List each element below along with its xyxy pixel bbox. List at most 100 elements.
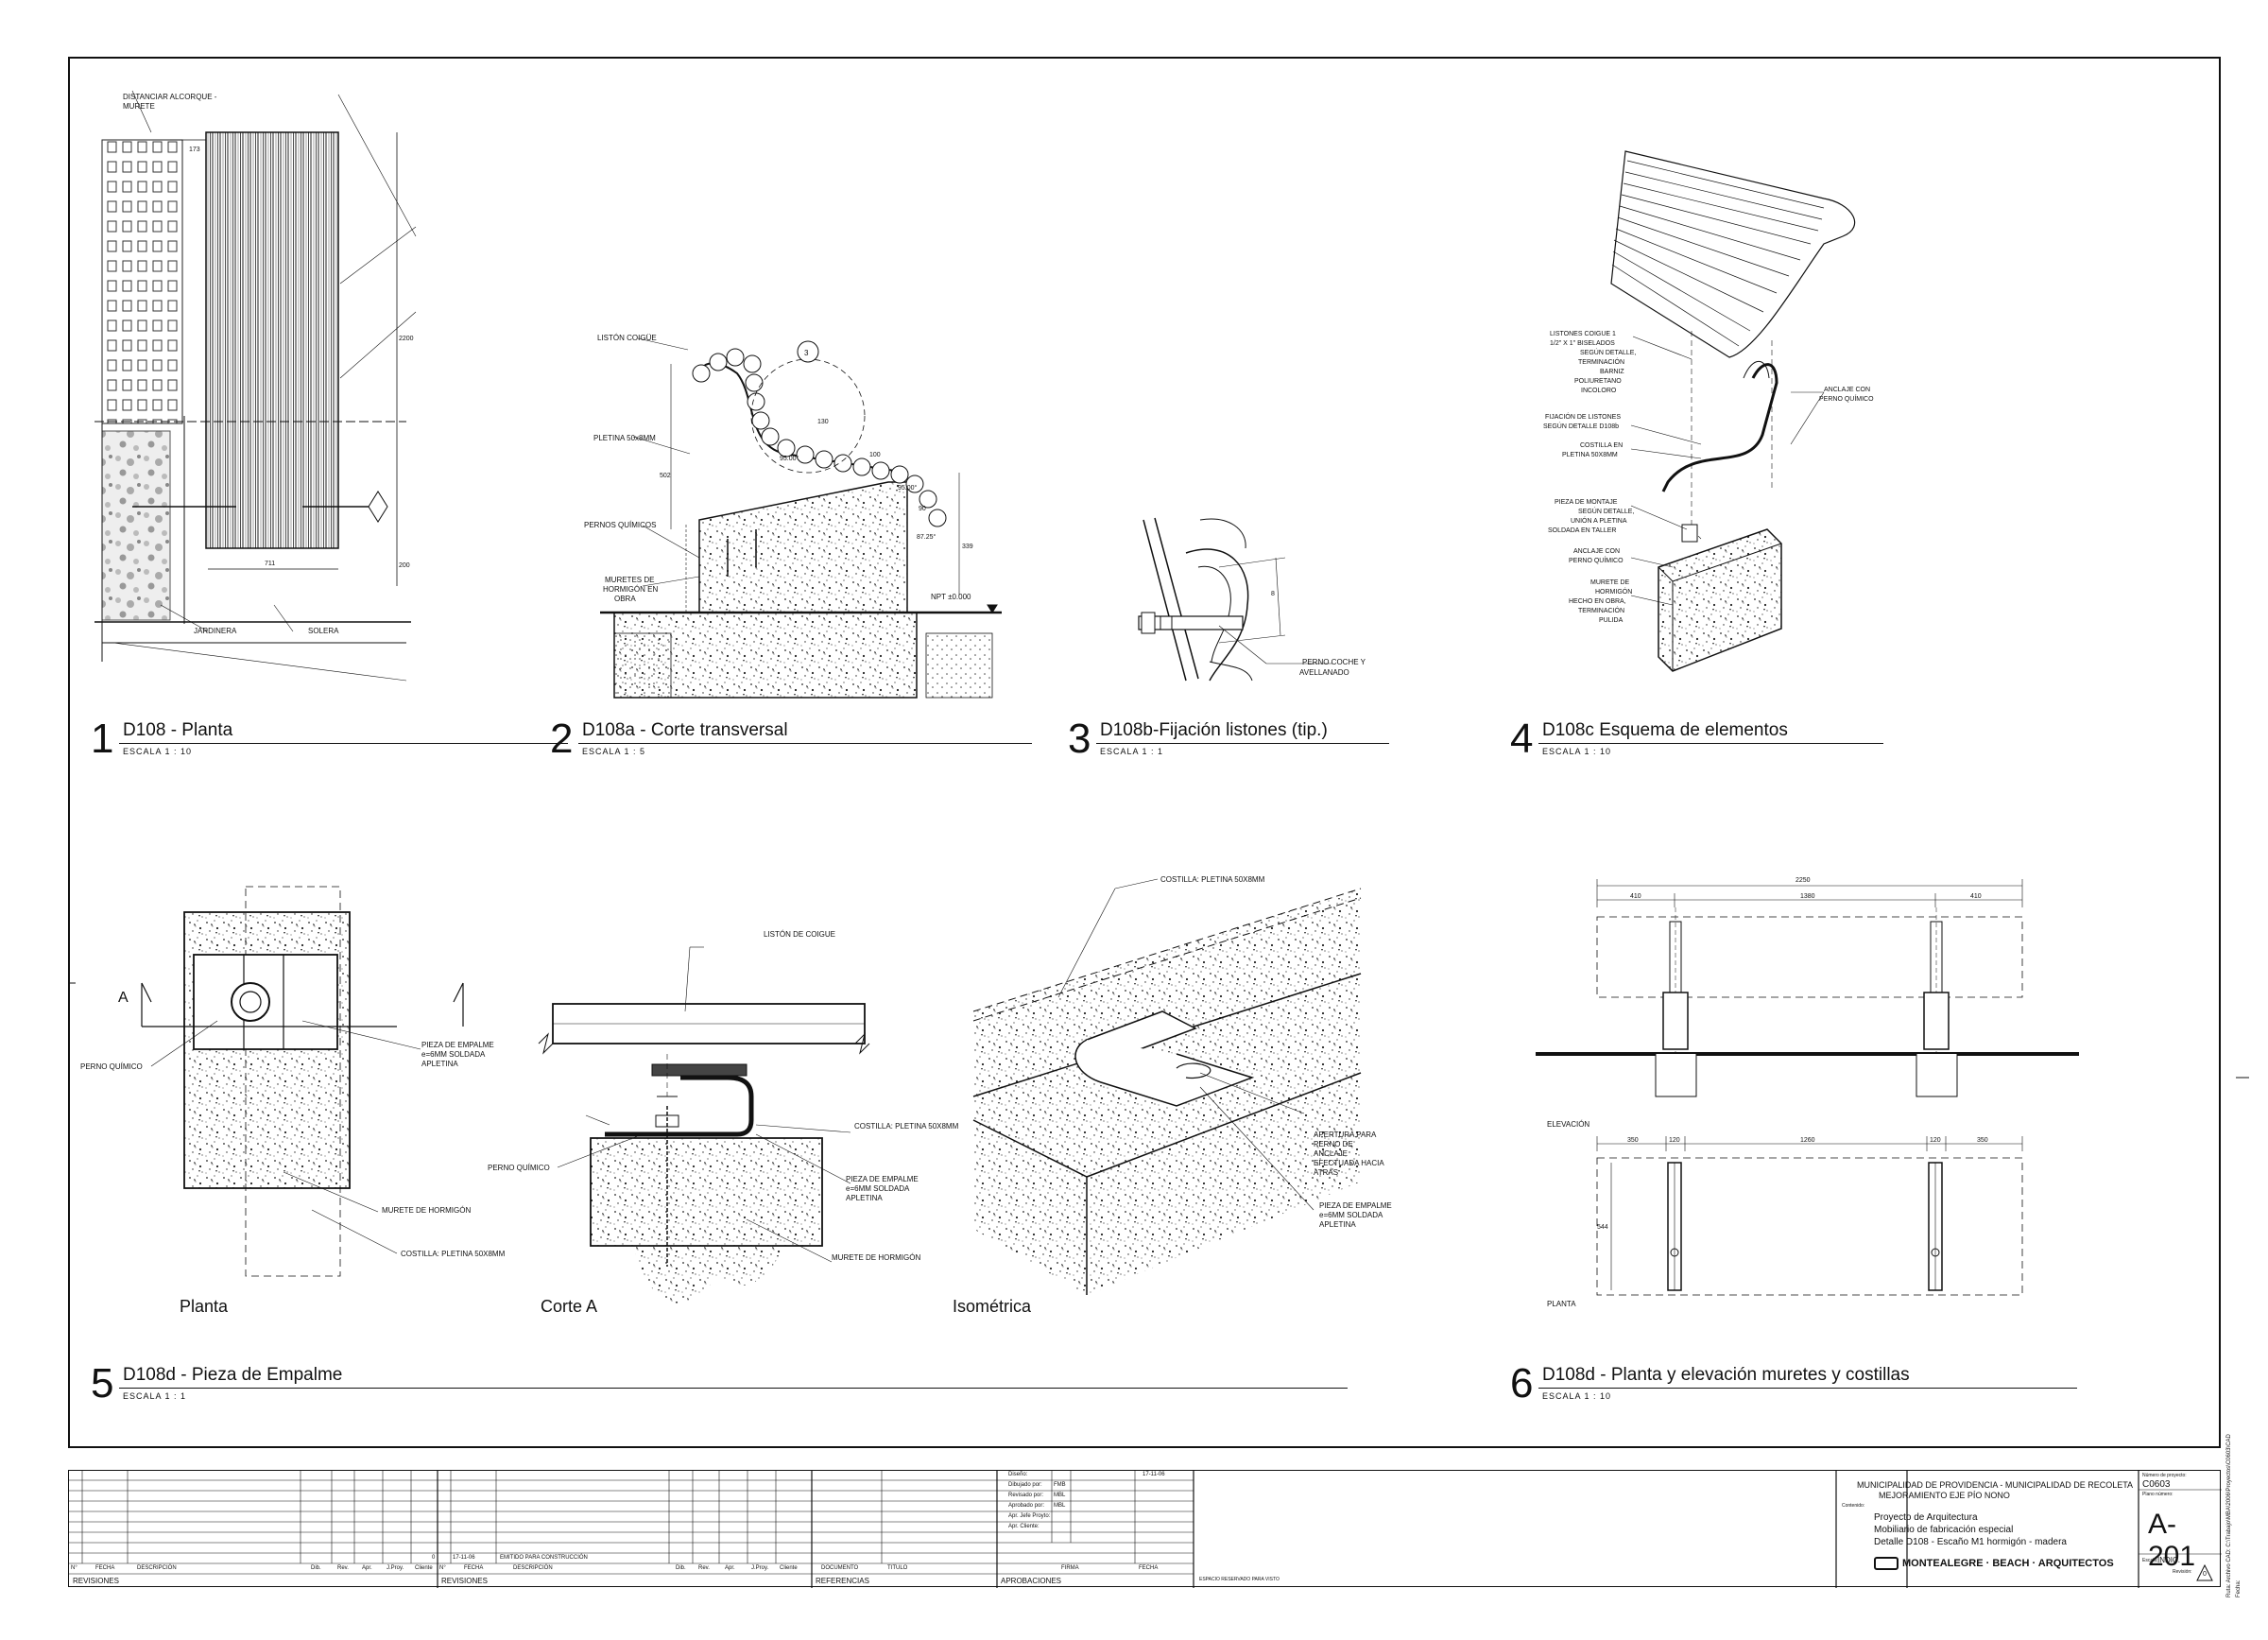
d1-distanciar-label: DISTANCIAR ALCORQUE - bbox=[123, 93, 217, 101]
drawing-frame bbox=[68, 57, 2221, 1448]
detail-number: 6 bbox=[1510, 1360, 1534, 1407]
d2-liston-label: LISTÓN COIGÜE bbox=[597, 334, 657, 342]
subview-planta: Planta bbox=[180, 1297, 229, 1316]
tb-plano-label: Plano número: bbox=[2142, 1492, 2174, 1497]
d4-anclaje-r-label-2: PERNO QUÍMICO bbox=[1819, 394, 1874, 403]
margin-fecha-label: Fecha: bbox=[2236, 1580, 2242, 1597]
d5c-pieza-label-1: PIEZA DE EMPALME bbox=[846, 1175, 919, 1183]
firm-logo bbox=[1874, 1557, 1899, 1570]
d2-angle-2: 95.00° bbox=[780, 455, 799, 462]
tb-col-titulo: TITULO bbox=[887, 1565, 908, 1571]
tb-col-dib: Dib. bbox=[311, 1565, 321, 1571]
d5-perno-label: PERNO QUÍMICO bbox=[80, 1062, 143, 1071]
d4-fijacion-label-2: SEGÚN DETALLE D108b bbox=[1543, 422, 1619, 430]
margin-ruta-path: C:\Trabajo\MBA\2006\Proyectos\C0603\CAD bbox=[2226, 1434, 2232, 1547]
tb-col-apr: Apr. bbox=[362, 1565, 372, 1571]
tb-col-desc-2: DESCRIPCIÓN bbox=[513, 1565, 553, 1571]
d2-dim-502: 502 bbox=[660, 473, 671, 479]
tb-revisado-value: MBL bbox=[1054, 1493, 1066, 1498]
d2-angle-1: 87.25° bbox=[917, 533, 936, 541]
svg-text:8: 8 bbox=[1271, 591, 1275, 597]
d5-section-mark-a: A bbox=[118, 990, 129, 1006]
d2-dim-130: 130 bbox=[817, 419, 829, 425]
title-rule bbox=[119, 743, 568, 744]
tb-dibujado-value: FMB bbox=[1054, 1482, 1066, 1488]
d5c-perno-label: PERNO QUÍMICO bbox=[488, 1164, 550, 1172]
tb-col-cliente: Cliente bbox=[415, 1565, 433, 1571]
tb-content-line-2: Mobiliario de fabricación especial bbox=[1874, 1525, 2014, 1535]
detail-scale: ESCALA 1 : 5 bbox=[582, 747, 646, 756]
detail-number: 2 bbox=[550, 716, 574, 762]
d4-anclaje-label-2: PERNO QUÍMICO bbox=[1569, 556, 1624, 564]
d5i-pieza-label-2: e=6MM SOLDADA bbox=[1319, 1211, 1383, 1219]
d3-perno-label-2: AVELLANADO bbox=[1299, 668, 1349, 677]
d4-listones-label-7: INCOLORO bbox=[1581, 388, 1617, 394]
tb-proj-number: C0603 bbox=[2142, 1479, 2171, 1490]
d2-dim-339: 339 bbox=[962, 544, 973, 550]
d6-dim-2250: 2250 bbox=[1796, 877, 1811, 884]
d2-dim-100: 100 bbox=[869, 452, 881, 458]
detail-name: D108b-Fijación listones (tip.) bbox=[1100, 720, 1328, 740]
tb-col-fecha-3: FECHA bbox=[1139, 1565, 1159, 1571]
d4-murete-label-4: TERMINACIÓN bbox=[1578, 606, 1624, 614]
tb-apr-cliente: Apr. Cliente: bbox=[1008, 1524, 1040, 1529]
tb-revision-value: 0 bbox=[2203, 1571, 2207, 1578]
d4-listones-label-4: TERMINACIÓN bbox=[1578, 357, 1624, 366]
tb-diseno-fecha: 17-11-06 bbox=[1143, 1472, 1165, 1477]
title-rule bbox=[119, 1388, 1348, 1389]
d4-pieza-label-3: UNIÓN A PLETINA bbox=[1571, 516, 1627, 525]
tb-espacio-visto: ESPACIO RESERVADO PARA VISTO bbox=[1199, 1577, 1280, 1582]
tb-aprobado-value: MBL bbox=[1054, 1503, 1066, 1509]
tb-proj-label: Número de proyecto: bbox=[2142, 1473, 2187, 1478]
d5-pieza-label-3: APLETINA bbox=[421, 1060, 458, 1068]
tb-col-documento: DOCUMENTO bbox=[821, 1565, 859, 1571]
detail-scale: ESCALA 1 : 10 bbox=[1542, 1391, 1612, 1401]
tb-content-line-1: Proyecto de Arquitectura bbox=[1874, 1512, 1978, 1523]
tb-col-firma: FIRMA bbox=[1061, 1565, 1079, 1571]
d2-npt-label: NPT ±0.000 bbox=[931, 593, 971, 601]
detail-number: 4 bbox=[1510, 716, 1534, 762]
d4-listones-label-3: SEGÚN DETALLE, bbox=[1580, 348, 1636, 356]
tb-col-proy-2: J.Proy. bbox=[751, 1565, 769, 1571]
subview-isometrica: Isométrica bbox=[953, 1297, 1032, 1316]
d4-costilla-label-1: COSTILLA EN bbox=[1580, 442, 1623, 449]
tb-dibujado: Dibujado por: bbox=[1008, 1482, 1042, 1488]
title-block: REVISIONES REVISIONES REFERENCIAS APROBA… bbox=[68, 1470, 2222, 1588]
d2-angle-3: 95.00° bbox=[898, 484, 918, 492]
d6-planta-label: PLANTA bbox=[1547, 1300, 1576, 1308]
detail-scale: ESCALA 1 : 10 bbox=[123, 747, 193, 756]
margin-path-info: Ruta: Archivo CAD: C:\Trabajo\MBA\2006\P… bbox=[2226, 1434, 2232, 1597]
detail-5-isometrica: COSTILLA: PLETINA 50X8MM APERTURA PARA P… bbox=[972, 875, 1392, 1295]
d5-costilla-label: COSTILLA: PLETINA 50X8MM bbox=[401, 1250, 506, 1258]
detail-number: 5 bbox=[91, 1360, 114, 1407]
d6-dim-410a: 410 bbox=[1630, 893, 1641, 900]
d4-murete-label-1: MURETE DE bbox=[1590, 579, 1630, 586]
d6-dim-350b: 350 bbox=[1977, 1137, 1988, 1144]
detail-number: 1 bbox=[91, 716, 114, 762]
subview-corte: Corte A bbox=[541, 1297, 598, 1316]
d4-pieza-label-4: SOLDADA EN TALLER bbox=[1548, 527, 1617, 534]
d1-jardinera-label: JARDINERA bbox=[194, 627, 237, 635]
title-rule bbox=[578, 743, 1032, 744]
d6-dim-120a: 120 bbox=[1669, 1137, 1680, 1144]
d1-dim-200: 200 bbox=[399, 562, 410, 569]
tb-col-proy: J.Proy. bbox=[387, 1565, 404, 1571]
d1-murete-label: MURETE bbox=[123, 102, 155, 111]
detail-scale: ESCALA 1 : 1 bbox=[1100, 747, 1164, 756]
tb-aprobaciones: APROBACIONES bbox=[1001, 1577, 1062, 1585]
detail-5-planta: A PERNO QUÍMICO PIEZA DE EMPALME e=6MM S… bbox=[80, 886, 506, 1277]
d2-muretes-label-2: HORMIGÓN EN bbox=[603, 585, 658, 594]
tb-sheet-number: A-201 bbox=[2148, 1509, 2196, 1572]
detail-name: D108a - Corte transversal bbox=[582, 720, 788, 740]
tb-referencias: REFERENCIAS bbox=[816, 1577, 869, 1585]
d1-dim-2200: 2200 bbox=[399, 336, 414, 342]
tb-revisado: Revisado por: bbox=[1008, 1493, 1044, 1498]
d5-murete-label: MURETE DE HORMIGÓN bbox=[382, 1206, 471, 1215]
d4-listones-label-5: BARNIZ bbox=[1600, 369, 1624, 375]
tb-contenido: Contenido: bbox=[1842, 1503, 1865, 1509]
d6-dim-1380: 1380 bbox=[1800, 893, 1815, 900]
d1-dim-711: 711 bbox=[265, 561, 275, 567]
d2-muretes-label-1: MURETES DE bbox=[605, 576, 654, 584]
d4-listones-label-6: POLIURETANO bbox=[1574, 378, 1622, 385]
